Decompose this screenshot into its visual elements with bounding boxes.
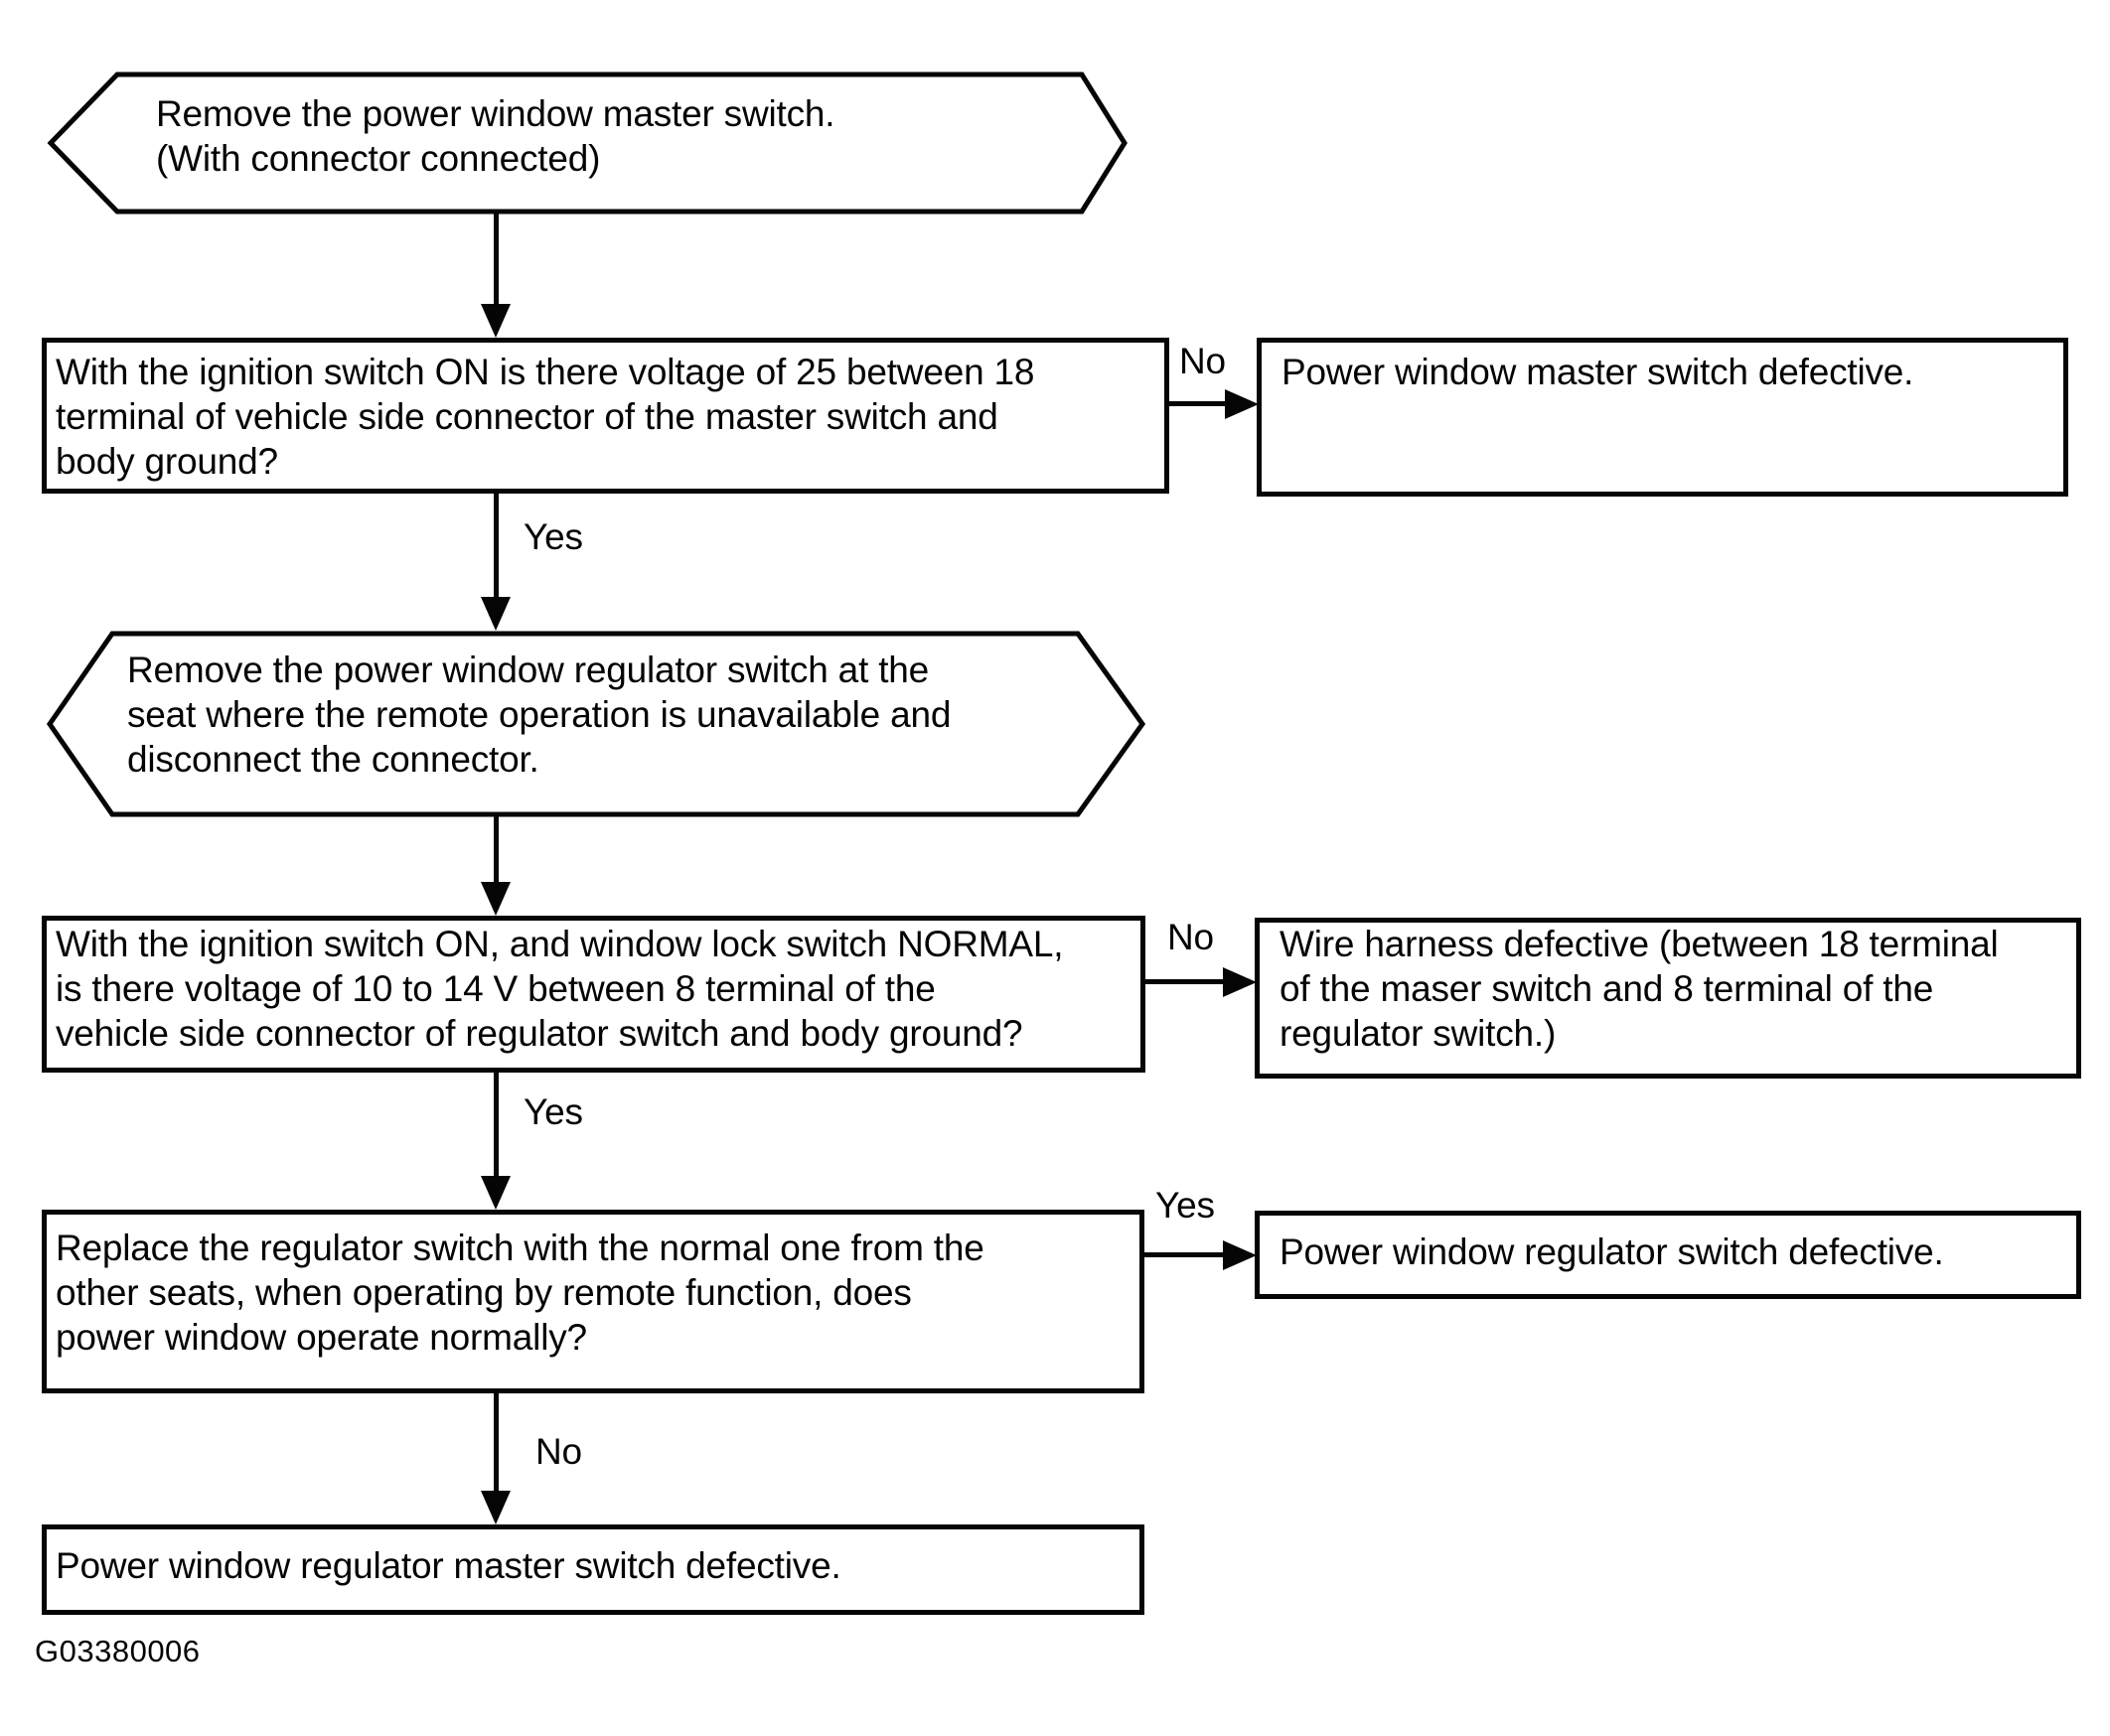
- arrowhead-down-icon: [481, 304, 511, 338]
- text-line: terminal of vehicle side connector of th…: [56, 396, 998, 437]
- text-line: of the maser switch and 8 terminal of th…: [1280, 968, 1934, 1009]
- edge-label-no: No: [1179, 341, 1226, 381]
- step2-hexagon: [46, 631, 1146, 817]
- connector-q1-step2: [494, 494, 499, 597]
- edge-label-yes: Yes: [524, 1091, 583, 1132]
- result-box-regulator-switch-text: Power window regulator switch defective.: [1280, 1230, 1944, 1274]
- arrowhead-right-icon: [1223, 967, 1257, 997]
- text-line: other seats, when operating by remote fu…: [56, 1272, 912, 1313]
- connector-step2-q2: [494, 814, 499, 884]
- hexagon-shape: [47, 72, 1128, 215]
- text-line: Power window regulator switch defective.: [1280, 1231, 1944, 1272]
- text-line: Remove the power window regulator switch…: [127, 650, 930, 690]
- result-box-wire-harness: [1255, 918, 2081, 1079]
- text-line: is there voltage of 10 to 14 V between 8…: [56, 968, 936, 1009]
- connector-q2-result2: [1145, 979, 1225, 984]
- hexagon-shape: [46, 631, 1146, 817]
- connector-q3-result3: [1144, 1252, 1226, 1257]
- question-box-1: [42, 338, 1169, 494]
- text-line: Replace the regulator switch with the no…: [56, 1228, 984, 1268]
- result-box-regulator-switch: [1255, 1211, 2081, 1299]
- question-box-2: [42, 916, 1145, 1073]
- arrowhead-down-icon: [481, 1491, 511, 1524]
- result-box-regulator-master: [42, 1524, 1144, 1615]
- edge-label-no: No: [1167, 917, 1214, 957]
- text-line: Remove the power window master switch.: [156, 93, 835, 134]
- question-box-3-text: Replace the regulator switch with the no…: [56, 1226, 984, 1360]
- text-line: With the ignition switch ON, and window …: [56, 924, 1064, 964]
- text-line: disconnect the connector.: [127, 739, 539, 780]
- step2-hexagon-text: Remove the power window regulator switch…: [127, 648, 951, 782]
- question-box-3: [42, 1210, 1144, 1393]
- arrowhead-down-icon: [481, 597, 511, 631]
- connector-q2-q3: [494, 1073, 499, 1178]
- connector-q1-result1: [1169, 401, 1227, 406]
- arrowhead-right-icon: [1223, 1240, 1257, 1270]
- start-hexagon: [47, 72, 1128, 215]
- connector-start-q1: [494, 212, 499, 306]
- text-line: regulator switch.): [1280, 1013, 1557, 1054]
- text-line: seat where the remote operation is unava…: [127, 694, 952, 735]
- figure-code-caption: G03380006: [35, 1634, 201, 1668]
- edge-label-yes: Yes: [524, 516, 583, 557]
- question-box-1-text: With the ignition switch ON is there vol…: [56, 350, 1034, 484]
- result-box-master-switch: [1257, 338, 2068, 497]
- start-hexagon-text: Remove the power window master switch. (…: [156, 91, 835, 181]
- edge-label-yes: Yes: [1155, 1185, 1215, 1226]
- text-line: vehicle side connector of regulator swit…: [56, 1013, 1023, 1054]
- text-line: With the ignition switch ON is there vol…: [56, 352, 1035, 392]
- arrowhead-down-icon: [481, 1176, 511, 1210]
- edge-label-no: No: [535, 1431, 582, 1472]
- text-line: Power window master switch defective.: [1281, 352, 1914, 392]
- question-box-2-text: With the ignition switch ON, and window …: [56, 922, 1063, 1056]
- result-box-regulator-master-text: Power window regulator master switch def…: [56, 1543, 841, 1588]
- arrowhead-right-icon: [1225, 389, 1259, 419]
- text-line: power window operate normally?: [56, 1317, 587, 1358]
- connector-q3-end: [494, 1393, 499, 1493]
- result-box-wire-harness-text: Wire harness defective (between 18 termi…: [1280, 922, 1999, 1056]
- text-line: body ground?: [56, 441, 278, 482]
- text-line: (With connector connected): [156, 138, 601, 179]
- result-box-master-switch-text: Power window master switch defective.: [1281, 350, 1913, 394]
- text-line: Power window regulator master switch def…: [56, 1545, 841, 1586]
- text-line: Wire harness defective (between 18 termi…: [1280, 924, 1999, 964]
- arrowhead-down-icon: [481, 882, 511, 916]
